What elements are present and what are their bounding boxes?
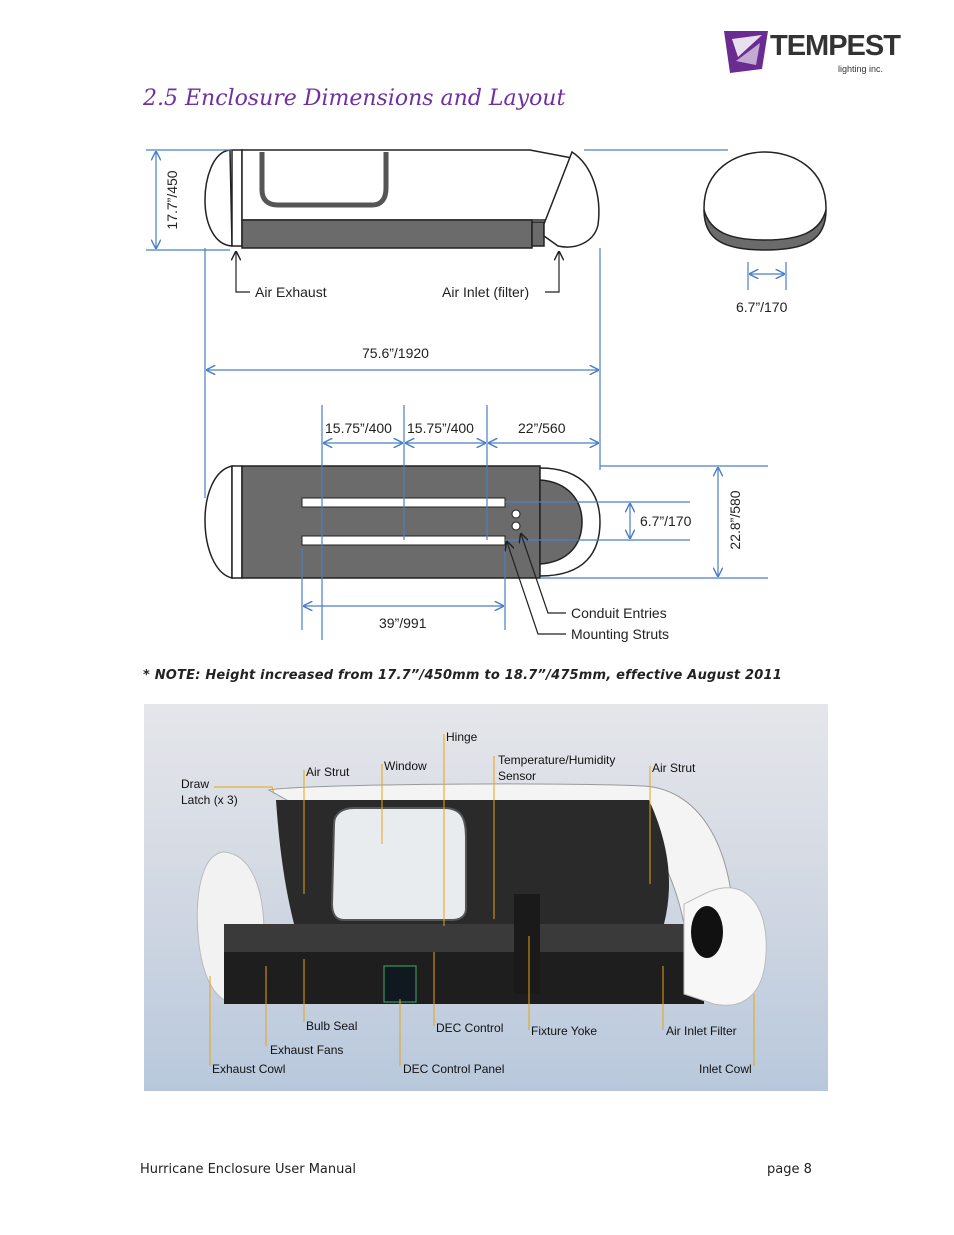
logo-subtitle: lighting inc. [838, 64, 884, 74]
overall-width-label: 22.8”/580 [727, 490, 743, 550]
height-note: * NOTE: Height increased from 17.7”/450m… [143, 668, 783, 683]
footer-page-number: page 8 [767, 1162, 812, 1177]
side-view [204, 149, 600, 249]
dec-control-panel-label: DEC Control Panel [403, 1062, 505, 1076]
air-inlet-filter-label: Air Inlet Filter [666, 1024, 737, 1038]
inlet-cowl-label: Inlet Cowl [699, 1062, 752, 1076]
temp-sensor-label-2: Sensor [498, 769, 537, 783]
air-strut-left-label: Air Strut [306, 765, 350, 779]
section-title: 2.5 Enclosure Dimensions and Layout [143, 86, 566, 111]
strut-gap-label: 6.7”/170 [640, 513, 692, 529]
strut-spacing-1-label: 15.75”/400 [325, 420, 392, 436]
draw-latch-label-1: Draw [181, 777, 210, 791]
end-width-label: 6.7”/170 [736, 299, 788, 315]
air-inlet-label: Air Inlet (filter) [442, 284, 530, 300]
temp-sensor-label-1: Temperature/Humidity [498, 753, 616, 767]
bulb-seal-label: Bulb Seal [306, 1019, 358, 1033]
exhaust-cowl-label: Exhaust Cowl [212, 1062, 286, 1076]
enclosure-photo-drawing [196, 783, 767, 1006]
draw-latch-label-2: Latch (x 3) [181, 793, 238, 807]
enclosure-photo: Hinge Draw Latch (x 3) Air Strut Window … [144, 704, 828, 1091]
end-view [703, 151, 827, 251]
exhaust-fans-label: Exhaust Fans [270, 1043, 344, 1057]
overall-length-label: 75.6”/1920 [362, 345, 429, 361]
air-strut-right-label: Air Strut [652, 761, 696, 775]
hinge-label: Hinge [446, 730, 478, 744]
conduit-entries-label: Conduit Entries [571, 605, 667, 621]
mounting-struts-label: Mounting Struts [571, 626, 670, 642]
photo-callout-lines [209, 734, 755, 1066]
plan-view [204, 465, 601, 579]
height-dimension-label: 17.7”/450 [164, 170, 180, 230]
air-exhaust-label: Air Exhaust [255, 284, 327, 300]
logo-brand: TEMPEST [770, 30, 901, 62]
tempest-logo-icon [724, 31, 768, 73]
window-label: Window [384, 759, 427, 773]
inlet-offset-label: 22”/560 [518, 420, 566, 436]
dec-control-label: DEC Control [436, 1021, 504, 1035]
strut-spacing-2-label: 15.75”/400 [407, 420, 474, 436]
enclosure-drawing [146, 149, 827, 640]
leader-lines [236, 252, 566, 635]
fixture-yoke-label: Fixture Yoke [531, 1024, 598, 1038]
base-length-label: 39”/991 [379, 615, 427, 631]
footer-manual-title: Hurricane Enclosure User Manual [140, 1162, 356, 1177]
dimension-lines [146, 149, 787, 640]
